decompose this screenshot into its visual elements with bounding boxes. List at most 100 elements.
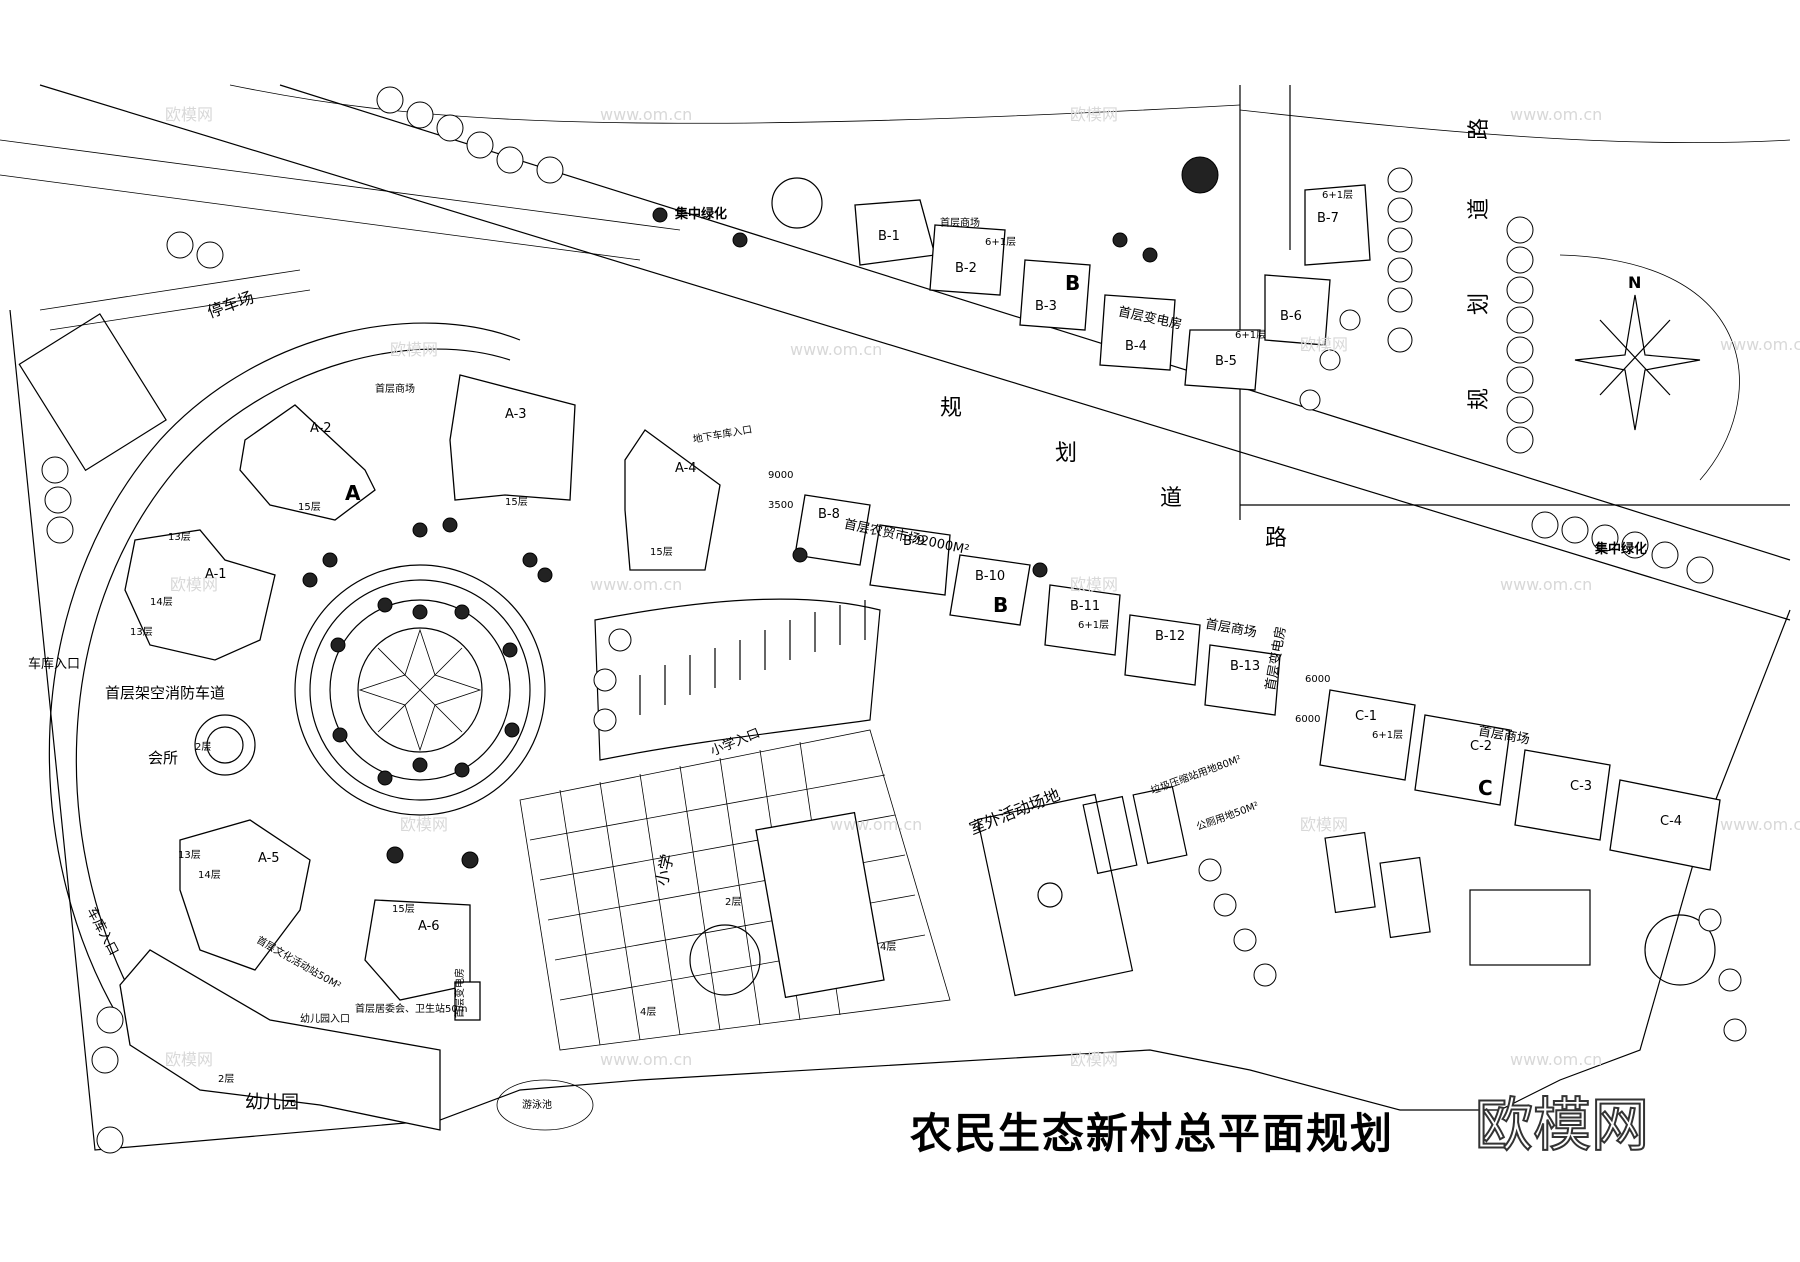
svg-text:B-4: B-4 (1125, 339, 1147, 354)
road-label-4: 路 (1265, 526, 1287, 551)
club-fountain-inner (206, 726, 244, 764)
svg-text:www.om.cn: www.om.cn (830, 815, 922, 834)
dimension-1: 9000 (768, 470, 793, 481)
road-label-1: 规 (940, 396, 962, 421)
school-label: 小学 (652, 852, 677, 887)
svg-text:www.om.cn: www.om.cn (790, 340, 882, 359)
school-building (755, 811, 885, 999)
svg-text:B-10: B-10 (975, 569, 1005, 584)
svg-text:www.om.cn: www.om.cn (1500, 575, 1592, 594)
building-b7 (1304, 184, 1371, 266)
svg-text:13层: 13层 (168, 531, 191, 543)
svg-text:www.om.cn: www.om.cn (600, 1050, 692, 1069)
building-a4 (624, 429, 721, 571)
building-c2 (1414, 714, 1511, 806)
svg-text:欧模网: 欧模网 (170, 575, 218, 594)
underground-entrance-label: 地下车库入口 (692, 423, 753, 446)
building-a3 (449, 374, 576, 501)
tennis-court-west (18, 313, 167, 472)
pool (496, 1079, 594, 1131)
school-grid (519, 729, 951, 1051)
green-label-east: 集中绿化 (1594, 541, 1647, 557)
car-park-stalls (594, 598, 881, 761)
svg-text:欧模网: 欧模网 (165, 105, 213, 124)
svg-text:B-5: B-5 (1215, 354, 1237, 369)
building-c4 (1609, 779, 1721, 871)
shops-label-b: 首层商场 (1204, 617, 1258, 641)
svg-text:欧模网: 欧模网 (1070, 575, 1118, 594)
dimension-4: 6000 (1295, 714, 1320, 725)
substation-box (454, 981, 481, 1021)
shops-label-north: 首层商场 (940, 216, 980, 229)
svg-text:B-1: B-1 (878, 229, 900, 244)
svg-text:A-3: A-3 (505, 407, 527, 422)
zone-b-north (771, 177, 1371, 391)
svg-text:14层: 14层 (150, 596, 173, 608)
substation-label-a: 首层变电房 (453, 968, 466, 1018)
parking-lot (39, 269, 311, 331)
plaza-planters (330, 597, 520, 786)
road-label-2: 划 (1055, 441, 1077, 466)
svg-text:B-12: B-12 (1155, 629, 1185, 644)
road-labels: 规 划 道 路 路 道 划 规 (940, 118, 1492, 551)
building-b11 (1044, 584, 1121, 656)
svg-text:B-9: B-9 (903, 534, 925, 549)
building-b6 (1264, 274, 1331, 346)
north-label: N (1628, 273, 1641, 292)
dimension-2: 3500 (768, 500, 793, 511)
court-small-2 (1132, 785, 1188, 865)
svg-text:B-3: B-3 (1035, 299, 1057, 314)
svg-text:13层: 13层 (130, 626, 153, 638)
garage-entrance-label-1: 车库入口 (28, 656, 80, 672)
building-a6 (364, 899, 471, 1001)
svg-text:B-11: B-11 (1070, 599, 1100, 614)
svg-text:欧模网: 欧模网 (1070, 1050, 1118, 1069)
building-c1 (1319, 689, 1416, 781)
svg-text:欧模网: 欧模网 (390, 340, 438, 359)
court-small-1 (1082, 795, 1138, 875)
building-a5 (179, 819, 311, 971)
school-plaza-circle (689, 924, 761, 996)
garbage-label: 垃圾压缩站用地80M² (1149, 752, 1243, 797)
svg-text:6+1层: 6+1层 (1322, 189, 1353, 201)
building-b12 (1124, 614, 1201, 686)
building-b4 (1099, 294, 1176, 371)
svg-text:15层: 15层 (650, 546, 673, 558)
building-labels: A-1 A-2 A-3 A-4 A-5 A-6 B-1 B-2 B-3 B-4 … (205, 211, 1682, 934)
svg-text:B-6: B-6 (1280, 309, 1302, 324)
side-road-label-4: 规 (1467, 388, 1492, 410)
svg-text:B-8: B-8 (818, 507, 840, 522)
kindergarten-entrance-label: 幼儿园入口 (300, 1012, 350, 1025)
sports-courts (976, 785, 1431, 997)
club-fountain (194, 714, 256, 776)
svg-text:欧模网: 欧模网 (165, 1050, 213, 1069)
svg-text:C-4: C-4 (1660, 814, 1682, 829)
svg-text:欧模网: 欧模网 (1070, 105, 1118, 124)
zone-c-buildings (1319, 689, 1721, 986)
brand-watermark: 欧模网 (1474, 1090, 1650, 1160)
dark-trees (302, 156, 1219, 869)
north-arrow: N (1574, 273, 1701, 431)
court-small-3 (1324, 831, 1376, 914)
zone-b-south (794, 494, 1281, 716)
svg-text:欧模网: 欧模网 (1300, 815, 1348, 834)
svg-text:www.om.cn: www.om.cn (1720, 815, 1800, 834)
dimension-3: 6000 (1305, 674, 1330, 685)
svg-text:14层: 14层 (198, 869, 221, 881)
basketball-court (976, 793, 1134, 997)
svg-text:6+1层: 6+1层 (985, 236, 1016, 248)
school-entrance-label: 小学入口 (708, 725, 762, 759)
garage-entrance-label-2: 车库入口 (83, 905, 122, 958)
svg-text:www.om.cn: www.om.cn (1510, 105, 1602, 124)
building-b13 (1204, 644, 1281, 716)
building-b3 (1019, 259, 1091, 331)
culture-label: 首层文化活动站50M² (254, 933, 343, 992)
svg-text:4层: 4层 (640, 1006, 656, 1018)
court-small-4 (1379, 856, 1431, 939)
building-c3 (1514, 749, 1611, 841)
svg-text:C-1: C-1 (1355, 709, 1377, 724)
svg-text:www.om.cn: www.om.cn (600, 105, 692, 124)
svg-text:2层: 2层 (725, 896, 741, 908)
svg-text:6+1层: 6+1层 (1078, 619, 1109, 631)
shops-label-a: 首层商场 (375, 382, 415, 395)
